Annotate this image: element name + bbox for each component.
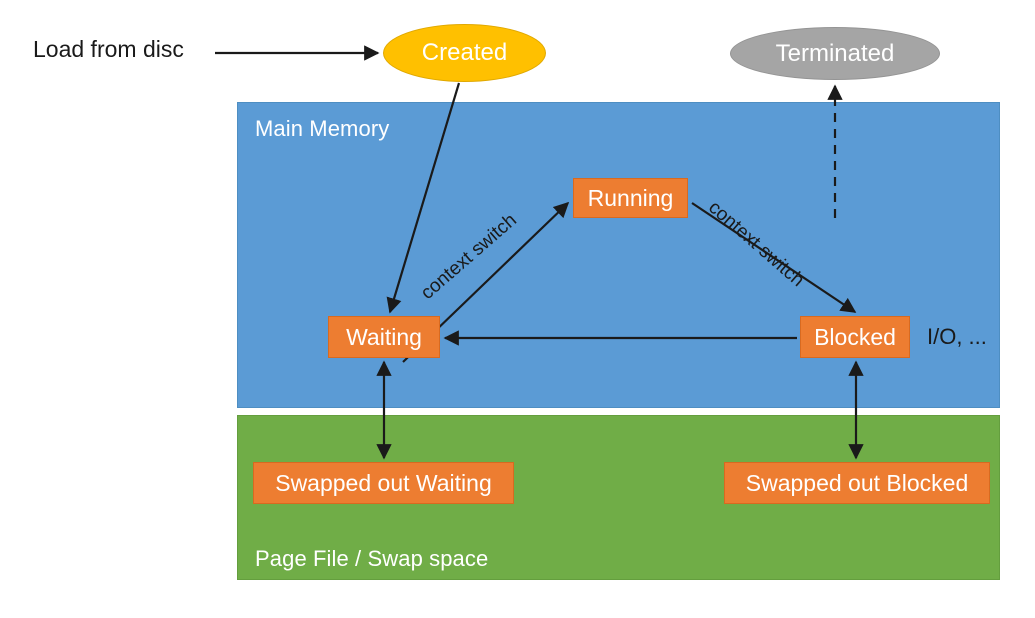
- node-created[interactable]: Created: [383, 24, 546, 82]
- node-created-label: Created: [421, 39, 508, 66]
- region-main-memory: [237, 102, 1000, 408]
- node-running-label: Running: [587, 184, 674, 211]
- node-blocked-label: Blocked: [814, 323, 896, 350]
- region-main-memory-label: Main Memory: [255, 116, 390, 141]
- node-swapped-out-waiting[interactable]: Swapped out Waiting: [253, 462, 514, 504]
- label-load-from-disc: Load from disc: [33, 36, 184, 62]
- node-swapped-out-blocked-label: Swapped out Blocked: [745, 469, 969, 496]
- node-running[interactable]: Running: [573, 178, 688, 218]
- label-io: I/O, ...: [927, 324, 987, 349]
- node-swapped-out-waiting-label: Swapped out Waiting: [275, 469, 492, 496]
- region-swap-label: Page File / Swap space: [255, 546, 489, 571]
- node-waiting-label: Waiting: [346, 323, 422, 350]
- node-waiting[interactable]: Waiting: [328, 316, 440, 358]
- node-swapped-out-blocked[interactable]: Swapped out Blocked: [724, 462, 990, 504]
- node-terminated-label: Terminated: [775, 39, 895, 67]
- node-terminated[interactable]: Terminated: [730, 27, 940, 80]
- node-blocked[interactable]: Blocked: [800, 316, 910, 358]
